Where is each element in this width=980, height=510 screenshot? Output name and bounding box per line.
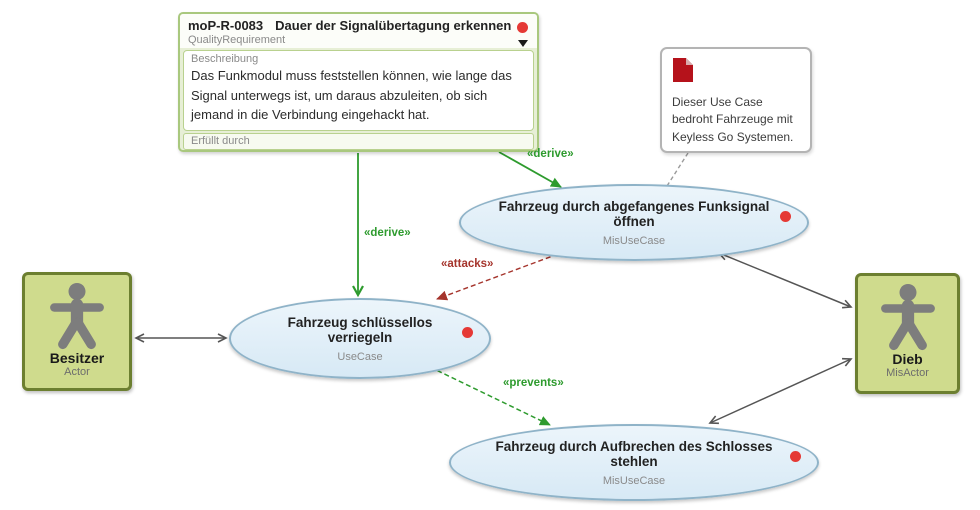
usecase-lock-node[interactable]: Fahrzeug schlüssellos verriegeln UseCase — [229, 298, 491, 379]
description-text: Das Funkmodul muss feststellen können, w… — [191, 68, 512, 122]
derive-label-right: «derive» — [527, 148, 574, 160]
requirement-node[interactable]: moP-R-0083 Dauer der Signalübertagung erk… — [178, 12, 539, 152]
note-node[interactable]: Dieser Use Case bedroht Fahrzeuge mit Ke… — [660, 47, 812, 153]
actor-name: Besitzer — [49, 350, 105, 366]
requirement-description-section: Beschreibung Das Funkmodul muss feststel… — [183, 50, 534, 131]
red-dot-indicator — [790, 450, 801, 462]
derive-label-left: «derive» — [364, 227, 411, 239]
collapse-triangle-icon[interactable] — [518, 40, 528, 47]
actor-dieb-node[interactable]: Dieb MisActor — [855, 273, 960, 394]
association-steal-dieb[interactable] — [708, 357, 853, 425]
description-label: Beschreibung — [191, 53, 259, 65]
usecase-title: Fahrzeug schlüssellos verriegeln — [287, 314, 433, 345]
red-dot-indicator — [780, 210, 791, 222]
derive-edge-to-open[interactable] — [498, 151, 562, 188]
requirement-header: moP-R-0083 Dauer der Signalübertagung erk… — [180, 14, 537, 48]
requirement-title: Dauer der Signalübertagung erkennen — [275, 18, 512, 33]
red-dot-indicator — [462, 326, 473, 338]
note-text: Dieser Use Case bedroht Fahrzeuge mit Ke… — [672, 95, 794, 144]
association-open-dieb[interactable] — [717, 251, 853, 309]
usecase-stereotype: MisUseCase — [602, 234, 666, 247]
actor-stereotype: Actor — [64, 366, 90, 379]
usecase-title: Fahrzeug durch Aufbrechen des Schlosses … — [495, 438, 773, 469]
prevents-label: «prevents» — [503, 377, 564, 389]
actor-stereotype: MisActor — [886, 367, 929, 380]
misusecase-steal-node[interactable]: Fahrzeug durch Aufbrechen des Schlosses … — [449, 424, 819, 501]
person-icon — [50, 282, 104, 350]
fulfilled-by-section: Erfüllt durch — [183, 132, 534, 150]
misusecase-open-node[interactable]: Fahrzeug durch abgefangenes Funksignal ö… — [459, 184, 809, 261]
requirement-id: moP-R-0083 — [188, 18, 264, 33]
requirement-title-row: moP-R-0083 Dauer der Signalübertagung erk… — [188, 18, 511, 33]
actor-besitzer-node[interactable]: Besitzer Actor — [22, 272, 132, 391]
requirement-stereotype: QualityRequirement — [188, 34, 286, 46]
note-document-icon — [673, 58, 693, 82]
usecase-title: Fahrzeug durch abgefangenes Funksignal ö… — [498, 198, 770, 229]
person-icon — [880, 283, 935, 351]
actor-name: Dieb — [892, 351, 923, 367]
usecase-stereotype: UseCase — [337, 350, 383, 363]
attacks-edge[interactable] — [436, 253, 559, 301]
prevents-edge[interactable] — [429, 366, 551, 426]
attacks-label: «attacks» — [441, 258, 494, 270]
note-anchor-edge[interactable] — [666, 152, 689, 187]
red-dot-indicator — [517, 22, 528, 33]
usecase-stereotype: MisUseCase — [602, 474, 666, 487]
